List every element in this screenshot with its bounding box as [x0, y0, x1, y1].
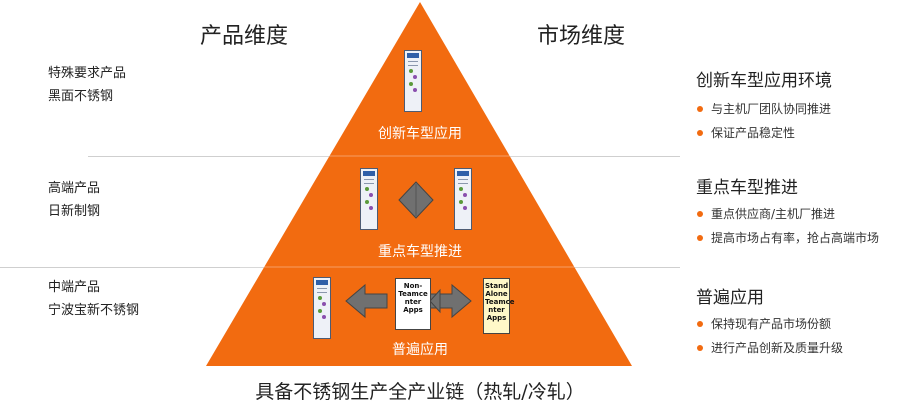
left-tier-3-line1: 中端产品: [48, 276, 139, 299]
bullet-dot-icon: [697, 106, 703, 112]
right-tier-3-bullet-1: 保持现有产品市场份额: [697, 315, 831, 332]
left-tier-3-line2: 宁波宝新不锈钢: [48, 299, 139, 322]
left-tier-2-line1: 高端产品: [48, 177, 100, 200]
bullet-dot-icon: [697, 321, 703, 327]
left-tier-1-line1: 特殊要求产品: [48, 62, 126, 85]
right-tier-2-bullet-2: 提高市场占有率，抢占高端市场: [697, 229, 879, 246]
right-tier-3-title: 普遍应用: [696, 283, 764, 308]
teamcenter-panel-icon: [404, 50, 422, 112]
right-tier-1-title: 创新车型应用环境: [696, 66, 832, 91]
right-tier-1-bullet-2: 保证产品稳定性: [697, 124, 795, 141]
bullet-dot-icon: [697, 345, 703, 351]
left-tier-1: 特殊要求产品 黑面不锈钢: [48, 62, 126, 108]
pyramid-tier-label-1: 创新车型应用: [340, 123, 500, 143]
pyramid-tier-label-3: 普遍应用: [320, 339, 520, 359]
teamcenter-panel-icon: [360, 168, 378, 230]
standalone-teamcenter-apps-box: Stand Alone Teamce nter Apps: [483, 278, 510, 334]
left-tier-1-line2: 黑面不锈钢: [48, 85, 126, 108]
right-tier-2-title: 重点车型推进: [696, 173, 798, 198]
bullet-dot-icon: [697, 235, 703, 241]
right-tier-3-bullet-2: 进行产品创新及质量升级: [697, 339, 843, 356]
left-tier-3: 中端产品 宁波宝新不锈钢: [48, 276, 139, 322]
right-tier-1-bullet-1: 与主机厂团队协同推进: [697, 100, 831, 117]
left-tier-2: 高端产品 日新制钢: [48, 177, 100, 223]
pyramid-tier-label-2: 重点车型推进: [320, 241, 520, 261]
right-tier-2-bullet-1: 重点供应商/主机厂推进: [697, 205, 835, 222]
teamcenter-panel-icon: [313, 277, 331, 339]
bullet-dot-icon: [697, 211, 703, 217]
teamcenter-panel-icon: [454, 168, 472, 230]
non-teamcenter-apps-box: Non- Teamce nter Apps: [395, 278, 431, 330]
bullet-dot-icon: [697, 130, 703, 136]
bottom-title: 具备不锈钢生产全产业链（热轧/冷轧）: [0, 377, 840, 404]
left-tier-2-line2: 日新制钢: [48, 200, 100, 223]
